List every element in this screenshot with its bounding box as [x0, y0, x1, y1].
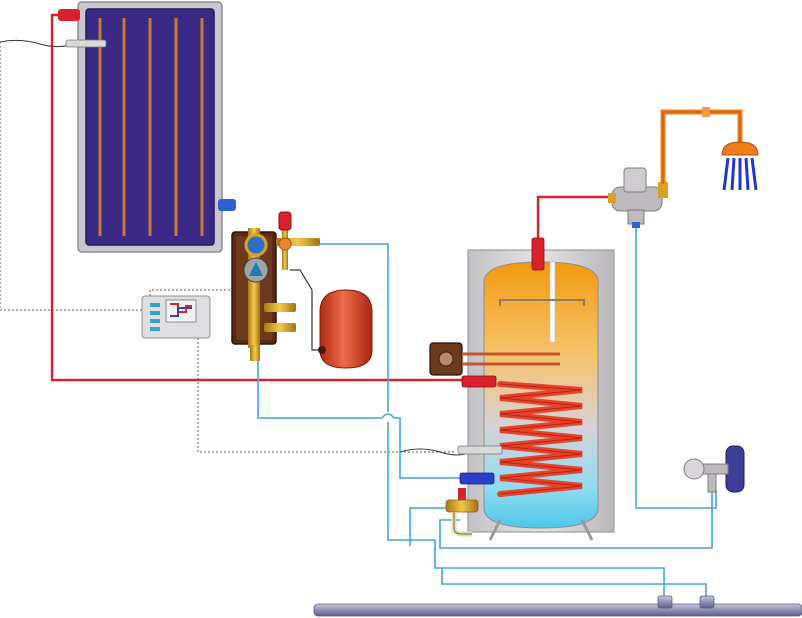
electric-heater-element	[462, 352, 560, 366]
tank-feet	[488, 519, 594, 541]
solar-controller	[141, 295, 211, 339]
return-pipe-left	[257, 360, 382, 419]
solar-collector	[58, 1, 236, 253]
tank-hot-outlet-connector	[531, 237, 545, 271]
main-connection-b	[441, 568, 707, 600]
mixing-valve-cold-fitting	[632, 222, 640, 228]
safety-valve-cap	[458, 488, 466, 500]
heater-thermostat-icon	[438, 351, 454, 367]
mixing-valve-outlet-fitting	[658, 182, 668, 198]
pump-outlet-fitting	[264, 303, 296, 312]
tank-sensor-wire	[197, 330, 455, 453]
pump-control-wire	[149, 265, 246, 300]
expansion-vessel	[318, 289, 373, 369]
controller-terminals	[150, 303, 160, 331]
thermostatic-mixing-valve	[608, 167, 668, 228]
cold-pipes	[257, 212, 717, 600]
tap-body	[725, 445, 745, 493]
cold-water-tap	[683, 445, 745, 493]
safety-drain-pipe	[409, 507, 455, 546]
flow-pipe-lower	[387, 422, 435, 541]
controller-terminal	[150, 311, 160, 315]
tap-handle-icon	[683, 458, 705, 480]
tap-outlet	[707, 473, 717, 493]
sensor-wires	[0, 42, 455, 453]
expansion-vessel-body	[319, 289, 373, 369]
shower-spray-icon	[722, 157, 758, 191]
shower-pipe-outline	[662, 111, 741, 184]
controller-terminal	[150, 319, 160, 323]
controller-display-icon	[170, 307, 192, 317]
cold-feed-to-mixer	[635, 212, 717, 509]
flow-pipe-upper	[320, 243, 389, 412]
shower-pipe-joint	[702, 107, 710, 117]
hot-water-tank	[429, 237, 615, 541]
coil-outlet-connector	[459, 472, 495, 485]
tank-baffle	[499, 299, 585, 306]
heat-exchanger-coil-outline	[499, 383, 583, 495]
controller-display-icon	[170, 303, 192, 313]
tank-sensor	[457, 445, 503, 455]
pressure-gauge-icon	[278, 237, 292, 251]
flow-thermometer-icon	[244, 233, 268, 257]
pump-station	[231, 211, 320, 361]
collector-outlet-connector	[58, 9, 80, 21]
return-pipe-to-coil	[394, 417, 462, 479]
shower-head	[721, 141, 759, 156]
expansion-vessel-connector	[318, 346, 326, 354]
main-pipe	[313, 603, 802, 617]
coil-inlet-connector	[461, 375, 497, 388]
collector-inlet-connector	[218, 199, 236, 211]
safety-valve-drain-outline	[453, 512, 472, 535]
pipe-crossover	[381, 413, 395, 419]
pump-bottom-fitting	[250, 345, 260, 361]
controller-terminal	[150, 303, 160, 307]
mixing-valve-knob	[623, 167, 647, 193]
cold-water-main	[313, 595, 802, 617]
pump-return-fitting	[264, 323, 296, 332]
cold-inlet-safety-valve	[445, 488, 479, 537]
safety-valve-body	[445, 499, 479, 513]
tank-anode	[549, 261, 556, 343]
shower	[660, 107, 759, 191]
pump-safety-valve	[278, 211, 292, 231]
collector-tubes	[98, 18, 204, 236]
tank-hot-outlet-pipe	[536, 195, 615, 240]
mixing-valve-cold-inlet	[627, 209, 645, 225]
cold-feed-to-tap	[439, 490, 713, 549]
pump-direction-icon	[249, 262, 263, 276]
mixing-valve-hot-fitting	[608, 193, 616, 203]
controller-terminal	[150, 327, 160, 331]
tank-sensor-cable	[399, 448, 471, 456]
collector-sensor-wire	[0, 42, 150, 311]
main-branch-fitting	[699, 595, 715, 609]
expansion-vessel-hose	[290, 269, 320, 351]
main-connection-a	[434, 540, 665, 600]
collector-sensor	[65, 39, 107, 48]
main-branch-fitting	[657, 595, 673, 609]
